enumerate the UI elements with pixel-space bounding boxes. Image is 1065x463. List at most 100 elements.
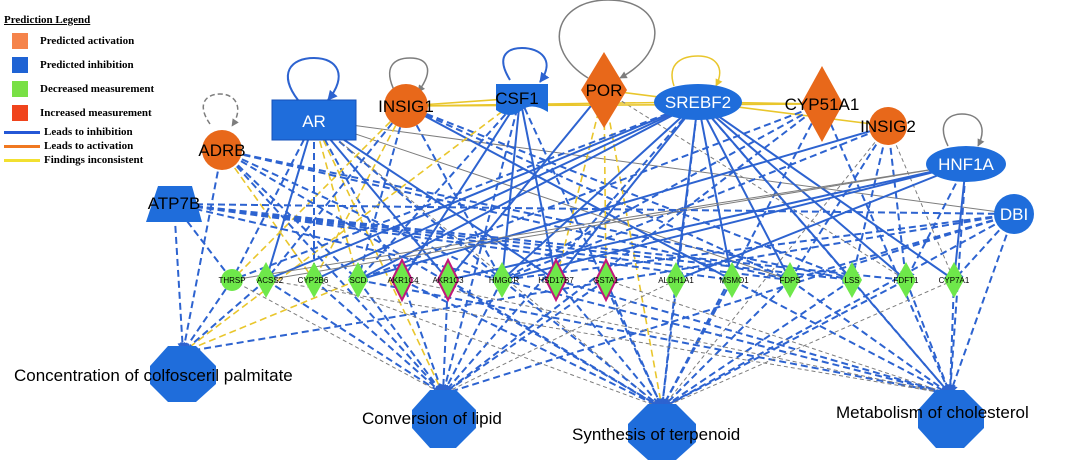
cyp51a1-to-scd-edge [357, 103, 823, 282]
srebf2-to-fcho-edge [697, 101, 951, 395]
lss-to-fter-edge [661, 279, 853, 409]
metabolism-of-cholesterol-label: Metabolism of cholesterol [836, 403, 1029, 422]
scd-label: SCD [350, 276, 367, 285]
cyp51a1-to-flip-edge [442, 103, 823, 395]
msmo1-node[interactable] [722, 262, 742, 298]
hnf1a-to-hmgcr-edge [501, 163, 967, 283]
hmgcr-node[interactable] [492, 262, 512, 298]
srebf2-node[interactable] [654, 84, 742, 120]
hsd17b7-to-fter-edge [555, 279, 663, 409]
concentration-of-colfosceril-palmitate-label: Concentration of colfosceril palmitate [14, 366, 293, 385]
increased-swatch [12, 105, 28, 121]
lss-node[interactable] [842, 262, 862, 298]
hnf1a-node[interactable] [926, 146, 1006, 182]
msmo1-label: MSMO1 [719, 276, 749, 285]
activation-line [4, 144, 40, 148]
atp7b-to-msmo1-edge [173, 203, 733, 284]
cyp51a1-to-fcho-edge [821, 103, 951, 395]
decreased-swatch [12, 81, 28, 97]
scd-to-fcol-edge [182, 279, 359, 353]
thrsp-to-fcol-edge [182, 279, 233, 353]
gsta1-label: GSTA1 [593, 276, 619, 285]
cyp2b6-to-flip-edge [313, 279, 444, 395]
legend-item-label: Decreased measurement [40, 83, 155, 95]
srebf2-self-loop-edge [671, 55, 723, 87]
ar-to-hmgcr-edge [313, 119, 503, 281]
acss2-to-fcol-edge [182, 279, 267, 353]
akr1c4-node[interactable] [390, 257, 414, 303]
hsd17b7-node[interactable] [544, 257, 568, 303]
akr1c3-to-fter-edge [447, 279, 663, 409]
cyp2b6-to-fter-edge [313, 279, 663, 409]
dbi-node[interactable] [994, 194, 1034, 234]
fdft1-to-fter-edge [661, 279, 907, 409]
aldh1a1-label: ALDH1A1 [658, 276, 694, 285]
thrsp-label: THRSP [218, 276, 245, 285]
insig1-to-scd-edge [355, 105, 407, 281]
conversion-of-lipid-node[interactable] [412, 390, 476, 448]
ar-to-fter-edge [313, 119, 663, 409]
akr1c4-to-fter-edge [401, 279, 663, 409]
ar-to-flip-edge [313, 119, 444, 395]
akr1c3-node[interactable] [436, 257, 460, 303]
metabolism-of-cholesterol-node[interactable] [918, 390, 984, 448]
csf1-node[interactable] [496, 84, 548, 115]
thrsp-to-flip-edge [231, 279, 444, 395]
adrb-to-lss-edge [221, 149, 853, 284]
insig1-to-hmgcr-edge [405, 105, 503, 281]
gene-node-layer: THRSP ACSS2 CYP2B6 SCD AKR1C4 AKR1C3 HMG… [218, 257, 970, 303]
acss2-node[interactable] [256, 262, 276, 298]
acss2-to-flip-edge [265, 279, 444, 395]
insig1-to-thrsp-edge [231, 105, 407, 281]
fdft1-node[interactable] [896, 262, 916, 298]
atp7b-label: ATP7B [148, 194, 201, 213]
adrb-node[interactable] [202, 130, 242, 170]
concentration-of-colfosceril-palmitate-node[interactable] [150, 346, 216, 402]
ar-to-fdps-edge [313, 119, 791, 281]
insig2-to-fter-edge [661, 125, 889, 409]
insig1-node[interactable] [384, 84, 428, 128]
prediction-legend: Prediction Legend Predicted activation P… [4, 14, 204, 167]
fdft1-to-fcho-edge [905, 279, 952, 395]
ar-node[interactable] [271, 99, 357, 141]
aldh1a1-node[interactable] [666, 262, 686, 298]
insig1-to-msmo1-edge [405, 105, 733, 281]
atp7b-node[interactable] [146, 186, 202, 222]
srebf2-label: SREBF2 [665, 93, 731, 112]
synthesis-of-terpenoid-node[interactable] [628, 404, 696, 460]
legend-item-increased: Increased measurement [4, 101, 204, 125]
legend-title: Prediction Legend [4, 14, 91, 26]
atp7b-to-fcol-edge [173, 203, 188, 353]
cyp2b6-node[interactable] [304, 262, 324, 298]
ar-self-loop-edge [286, 56, 340, 101]
hnf1a-to-akr1c3-edge [447, 163, 967, 283]
legend-item-label: Predicted inhibition [40, 59, 134, 71]
gsta1-node[interactable] [594, 257, 618, 303]
adrb-label: ADRB [198, 141, 245, 160]
insig2-node[interactable] [869, 107, 907, 145]
cyp51a1-node[interactable] [801, 66, 843, 142]
inhibition-line [4, 130, 40, 134]
fdps-to-fter-edge [661, 279, 791, 409]
legend-item-label: Predicted activation [40, 35, 135, 47]
cyp51a1-label: CYP51A1 [785, 95, 860, 114]
lss-label: LSS [844, 276, 859, 285]
scd-node[interactable] [348, 262, 368, 298]
srebf2-to-cyp7a1-edge [697, 101, 955, 281]
cyp7a1-node[interactable] [944, 262, 964, 298]
srebf2-to-acss2-edge [265, 101, 699, 282]
legend-item-activation: Predicted activation [4, 29, 204, 53]
fdps-node[interactable] [780, 262, 800, 298]
scd-to-fcho-edge [357, 279, 951, 398]
thrsp-node[interactable] [221, 269, 243, 291]
hsd17b7-to-fcho-edge [555, 279, 951, 397]
legend-edge-inconsistent: Findings inconsistent [4, 153, 204, 167]
por-node[interactable] [581, 52, 627, 128]
csf1-to-flip-edge [440, 97, 521, 395]
adrb-to-hmgcr-edge [221, 149, 503, 281]
gsta1-to-flip-edge [442, 279, 607, 395]
gsta1-to-fcho-edge [605, 279, 951, 395]
srebf2-to-thrsp-edge [231, 101, 699, 282]
dbi-to-flip-edge [442, 213, 1015, 397]
